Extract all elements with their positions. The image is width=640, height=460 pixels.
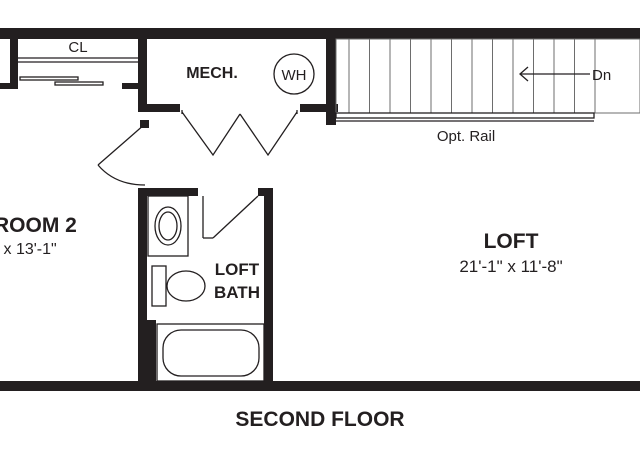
closet-label: CL (68, 39, 87, 56)
tub-divider-wall (147, 320, 156, 381)
toilet-bowl-icon (166, 270, 206, 302)
mech-bifold-door-right (239, 111, 298, 157)
closet-bottom-wall-left (0, 83, 18, 89)
closet-bottom-wall-right (122, 83, 142, 89)
mech-bifold-door-left (181, 111, 241, 157)
closet-left-stub (10, 39, 18, 85)
bath-sink-icon (154, 206, 182, 246)
water-heater-label: WH (282, 67, 307, 84)
stairs-arrow-head (519, 66, 529, 82)
bottom-exterior-wall (0, 381, 640, 391)
rail-post-left (326, 113, 336, 125)
bathtub-basin-icon (162, 329, 260, 377)
bath-left-wall (138, 188, 147, 381)
bedroom-door-swing-arc (97, 164, 146, 186)
closet-sliding-door-left (19, 76, 79, 81)
top-exterior-wall (0, 28, 640, 39)
mech-door-opening (180, 104, 300, 112)
floor-title: SECOND FLOOR (235, 408, 404, 431)
bath-right-wall (264, 188, 273, 381)
bedroom-door-leaf (97, 123, 146, 166)
mech-right-wall (326, 39, 336, 125)
stairs: Dn (335, 38, 640, 114)
loft-bath-label-line1: LOFT (215, 260, 260, 279)
loft-name: LOFT (484, 230, 539, 253)
bath-vanity (147, 195, 189, 257)
mech-room-label: MECH. (186, 65, 238, 82)
closet-sliding-door-right (54, 81, 104, 86)
water-heater-icon (273, 53, 315, 95)
bathtub (156, 323, 265, 382)
bath-door-leaf (212, 195, 259, 239)
bedroom-2-dimensions: ' x 13'-1" (0, 241, 57, 258)
bedroom-2-name: ROOM 2 (0, 214, 77, 237)
bath-sink-basin-inner (158, 211, 178, 241)
optional-rail (335, 112, 595, 119)
optional-rail-label: Opt. Rail (437, 128, 495, 145)
stairs-direction-label: Dn (592, 67, 611, 84)
loft-bath-label-line2: BATH (214, 283, 260, 302)
bath-top-wall-left (138, 188, 198, 196)
mech-left-wall (138, 39, 147, 111)
loft-dimensions: 21'-1" x 11'-8" (459, 257, 562, 276)
toilet-tank (151, 265, 167, 307)
